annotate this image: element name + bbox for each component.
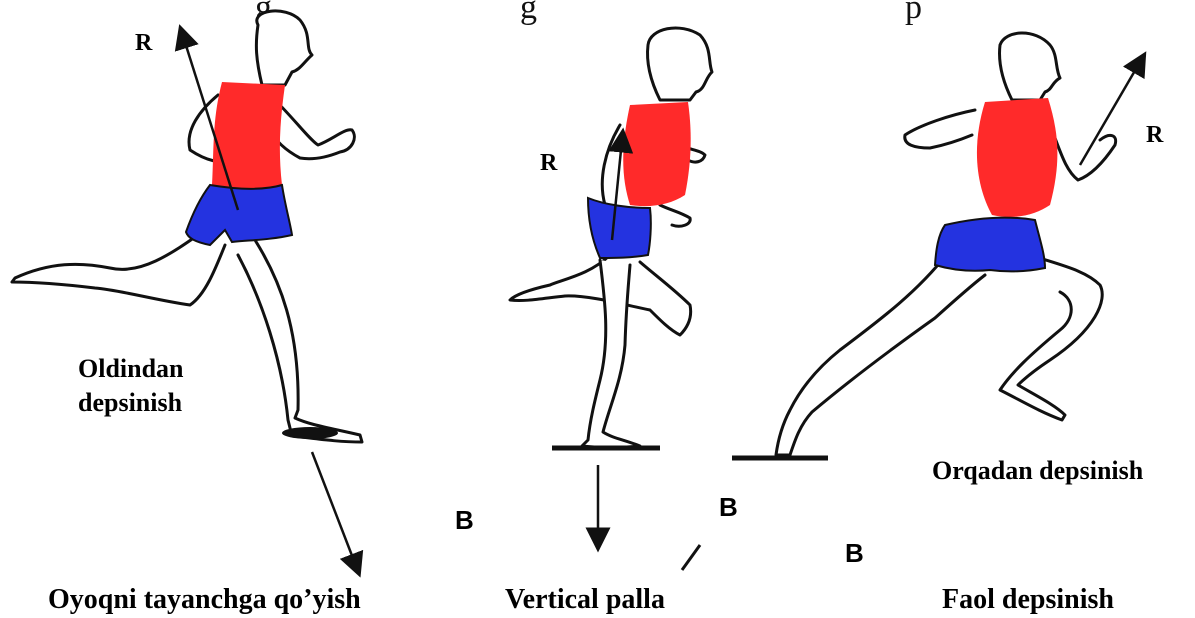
runner-2-shirt xyxy=(623,102,690,206)
runner-3-force-label: R xyxy=(1146,122,1163,149)
runner-2-extra-stroke xyxy=(682,545,700,570)
runner-1-shorts xyxy=(186,185,292,245)
runner-3-point-label: B xyxy=(845,538,864,569)
runner-3-shirt xyxy=(977,98,1057,217)
runner-2-force-label: R xyxy=(540,150,557,177)
runner-2-bottom-label: Vertical palla xyxy=(505,584,665,616)
runner-3-bottom-label: Faol depsinish xyxy=(942,584,1114,616)
top-cropped-text: g g p xyxy=(255,0,922,26)
runner-1-phase-label: Oldindan depsinish xyxy=(78,352,184,420)
runner-2-shorts xyxy=(588,198,651,258)
runner-1-shirt xyxy=(212,82,285,189)
runner-1-reaction-arrow xyxy=(312,452,356,566)
runner-1-force-label: R xyxy=(135,30,152,57)
runner-3-shorts xyxy=(935,218,1045,272)
runner-1-point-label: B xyxy=(455,505,474,536)
runner-2-point-label: B xyxy=(719,492,738,523)
runner-1-phase-line2: depsinish xyxy=(78,386,184,420)
svg-text:g: g xyxy=(520,0,537,26)
runner-3-phase-label: Orqadan depsinish xyxy=(932,456,1143,486)
runner-1-bottom-label: Oyoqni tayanchga qo’yish xyxy=(48,584,361,616)
runner-1-phase-line1: Oldindan xyxy=(78,352,184,386)
svg-text:p: p xyxy=(905,0,922,26)
runner-1-ground xyxy=(282,427,338,439)
